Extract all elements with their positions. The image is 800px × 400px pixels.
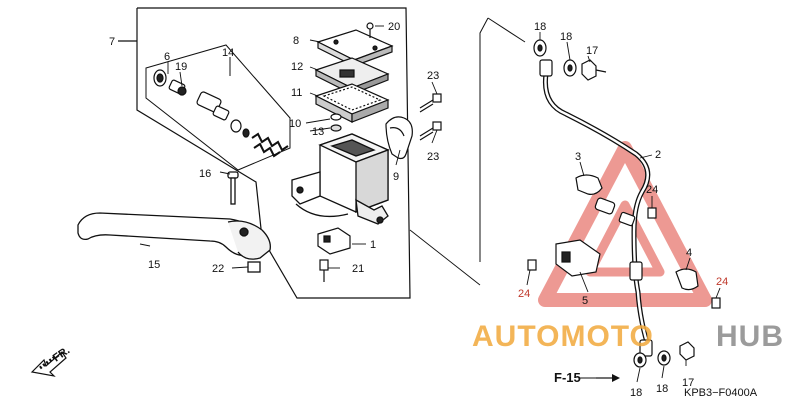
callout-12: 12 xyxy=(291,61,303,73)
callout-numbers: 7 14 6 19 8 20 12 11 10 13 16 15 22 1 21… xyxy=(109,21,728,399)
callout-18d: 18 xyxy=(656,383,668,395)
callout-4: 4 xyxy=(686,247,692,259)
callout-23a: 23 xyxy=(427,70,439,82)
bolts-23 xyxy=(419,93,442,141)
hose-clamps xyxy=(555,174,699,291)
section-reference-arrow-icon xyxy=(596,374,620,382)
washers-bolts xyxy=(527,39,721,368)
callout-14: 14 xyxy=(222,47,234,59)
piston-parts xyxy=(153,69,289,158)
brake-hose-inner xyxy=(544,72,652,354)
callout-17a: 17 xyxy=(586,45,598,57)
brake-hose-group-outline xyxy=(479,17,526,262)
callout-19: 19 xyxy=(175,61,187,73)
callout-23b: 23 xyxy=(427,151,439,163)
leader-lines xyxy=(139,25,721,383)
callout-10: 10 xyxy=(289,118,301,130)
watermark-logo: AUTOMOTO HUB xyxy=(472,320,784,353)
callout-7: 7 xyxy=(109,36,115,48)
piston-kit-outline xyxy=(145,44,291,171)
master-cylinder-group-outline xyxy=(118,7,411,299)
callout-20: 20 xyxy=(388,21,400,33)
callout-21: 21 xyxy=(352,263,364,275)
watermark-text-gray: HUB xyxy=(716,320,784,353)
callout-1: 1 xyxy=(370,239,376,251)
brake-switch xyxy=(317,227,351,282)
callout-3: 3 xyxy=(575,151,581,163)
callout-5: 5 xyxy=(582,295,588,307)
watermark-text-orange: AUTOMOTO xyxy=(472,320,654,353)
callout-18b: 18 xyxy=(560,31,572,43)
callout-9: 9 xyxy=(393,171,399,183)
mirror-holder xyxy=(385,116,413,160)
section-reference: F-15 xyxy=(554,370,581,385)
front-direction-arrow-icon xyxy=(30,351,67,377)
reservoir-cap-parts xyxy=(314,22,394,132)
callout-17b: 17 xyxy=(682,377,694,389)
hose-fittings xyxy=(539,59,653,357)
callout-6: 6 xyxy=(164,51,170,63)
callout-22: 22 xyxy=(212,263,224,275)
callout-11: 11 xyxy=(291,87,302,99)
callout-2: 2 xyxy=(655,149,661,161)
callout-24b: 24 xyxy=(518,288,530,300)
callout-18a: 18 xyxy=(534,21,546,33)
brake-lever xyxy=(77,171,271,273)
callout-15: 15 xyxy=(148,259,160,271)
watermark-triangle xyxy=(538,141,712,307)
callout-24c: 24 xyxy=(716,276,728,288)
callout-18c: 18 xyxy=(630,387,642,399)
callout-16: 16 xyxy=(199,168,211,180)
callout-8: 8 xyxy=(293,35,299,47)
callout-13: 13 xyxy=(312,126,324,138)
callout-24a: 24 xyxy=(646,184,658,196)
diagram-code: KPB3−F0400A xyxy=(684,387,758,399)
master-cylinder-body xyxy=(291,133,390,225)
